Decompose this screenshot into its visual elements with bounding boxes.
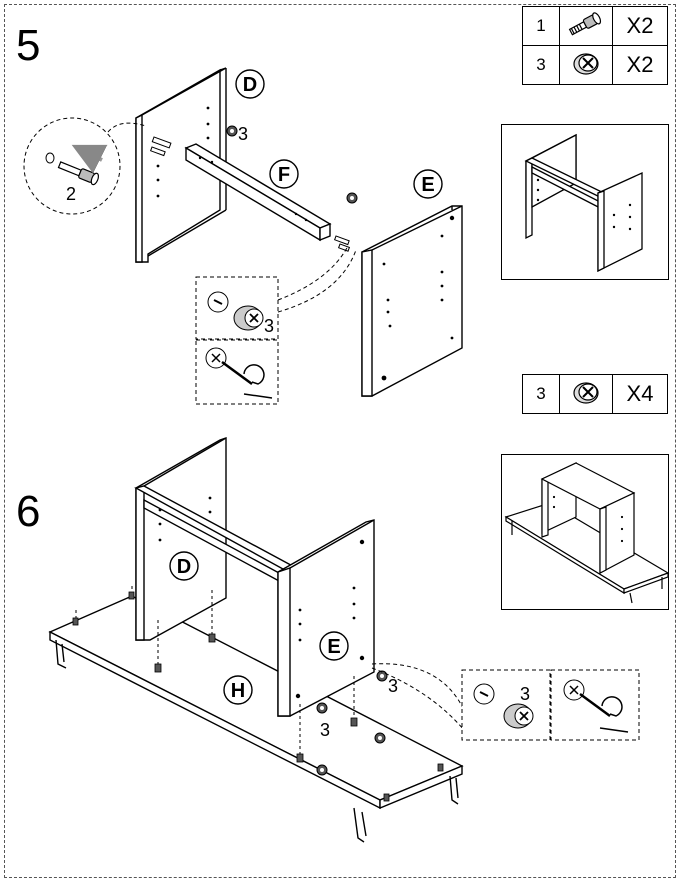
- callout-3-top: 3: [238, 124, 248, 144]
- callout-2: 2: [66, 184, 76, 204]
- panel-e-holes: [381, 215, 455, 381]
- label-panel-e-step6: E: [319, 631, 349, 661]
- panel-e: [361, 205, 463, 397]
- label-panel-f: F: [269, 159, 299, 189]
- cam-detail-box-step5: 3: [195, 245, 357, 405]
- parts-table-step6: 3 X4: [522, 374, 668, 414]
- cam-lock-icon: [559, 45, 613, 85]
- frame-preview-illustration: [524, 133, 643, 273]
- part-qty: X2: [612, 45, 668, 85]
- cam-lock-icon: [559, 374, 613, 414]
- assembled-preview-illustration: [504, 462, 670, 604]
- part-id: 3: [522, 374, 560, 414]
- step-number-6: 6: [16, 487, 41, 536]
- cam-bolt-icon: [559, 6, 613, 46]
- label-panel-h: H: [223, 675, 253, 705]
- rail-f: [184, 143, 332, 242]
- dowel-guides: [75, 586, 355, 756]
- step6-panel-holes: [158, 496, 365, 699]
- callout-3-step6-b: 3: [320, 720, 330, 740]
- step-number-5: 5: [16, 21, 41, 70]
- parts-row: 3 X2: [522, 45, 668, 85]
- label-panel-e: E: [413, 169, 443, 199]
- label-panel-d: D: [235, 69, 265, 99]
- cam-locks-step6: [316, 670, 388, 776]
- callout-3-step5-detail: 3: [264, 316, 274, 336]
- cam-lock-icon: [346, 192, 358, 204]
- part-qty: X4: [612, 374, 668, 414]
- cam-detail-box-step6: 3: [371, 663, 640, 741]
- svg-text:D: D: [177, 556, 191, 578]
- page-frame: [4, 4, 676, 878]
- svg-text:E: E: [327, 636, 340, 658]
- cam-lock-icon: [226, 125, 238, 137]
- preview-step5: [501, 124, 669, 280]
- svg-text:D: D: [243, 74, 257, 96]
- callout-3-step6-a: 3: [388, 676, 398, 696]
- panel-d-step6: [134, 437, 375, 717]
- parts-table-top: 1 X2 3 X2: [522, 6, 668, 85]
- svg-text:E: E: [421, 174, 434, 196]
- bolt-detail-callout: 2: [23, 117, 147, 215]
- label-panel-d-step6: D: [169, 551, 199, 581]
- cam-bolts-d: [149, 136, 172, 157]
- callout-3-step6-detail: 3: [520, 684, 530, 704]
- part-qty: X2: [612, 6, 668, 46]
- preview-step6: [501, 454, 670, 610]
- svg-text:F: F: [278, 164, 290, 186]
- dowel-pins: [72, 591, 444, 802]
- svg-text:H: H: [231, 680, 245, 702]
- panel-d: [135, 67, 227, 263]
- parts-row: 3 X4: [522, 374, 668, 414]
- base-panel-h: [48, 595, 464, 843]
